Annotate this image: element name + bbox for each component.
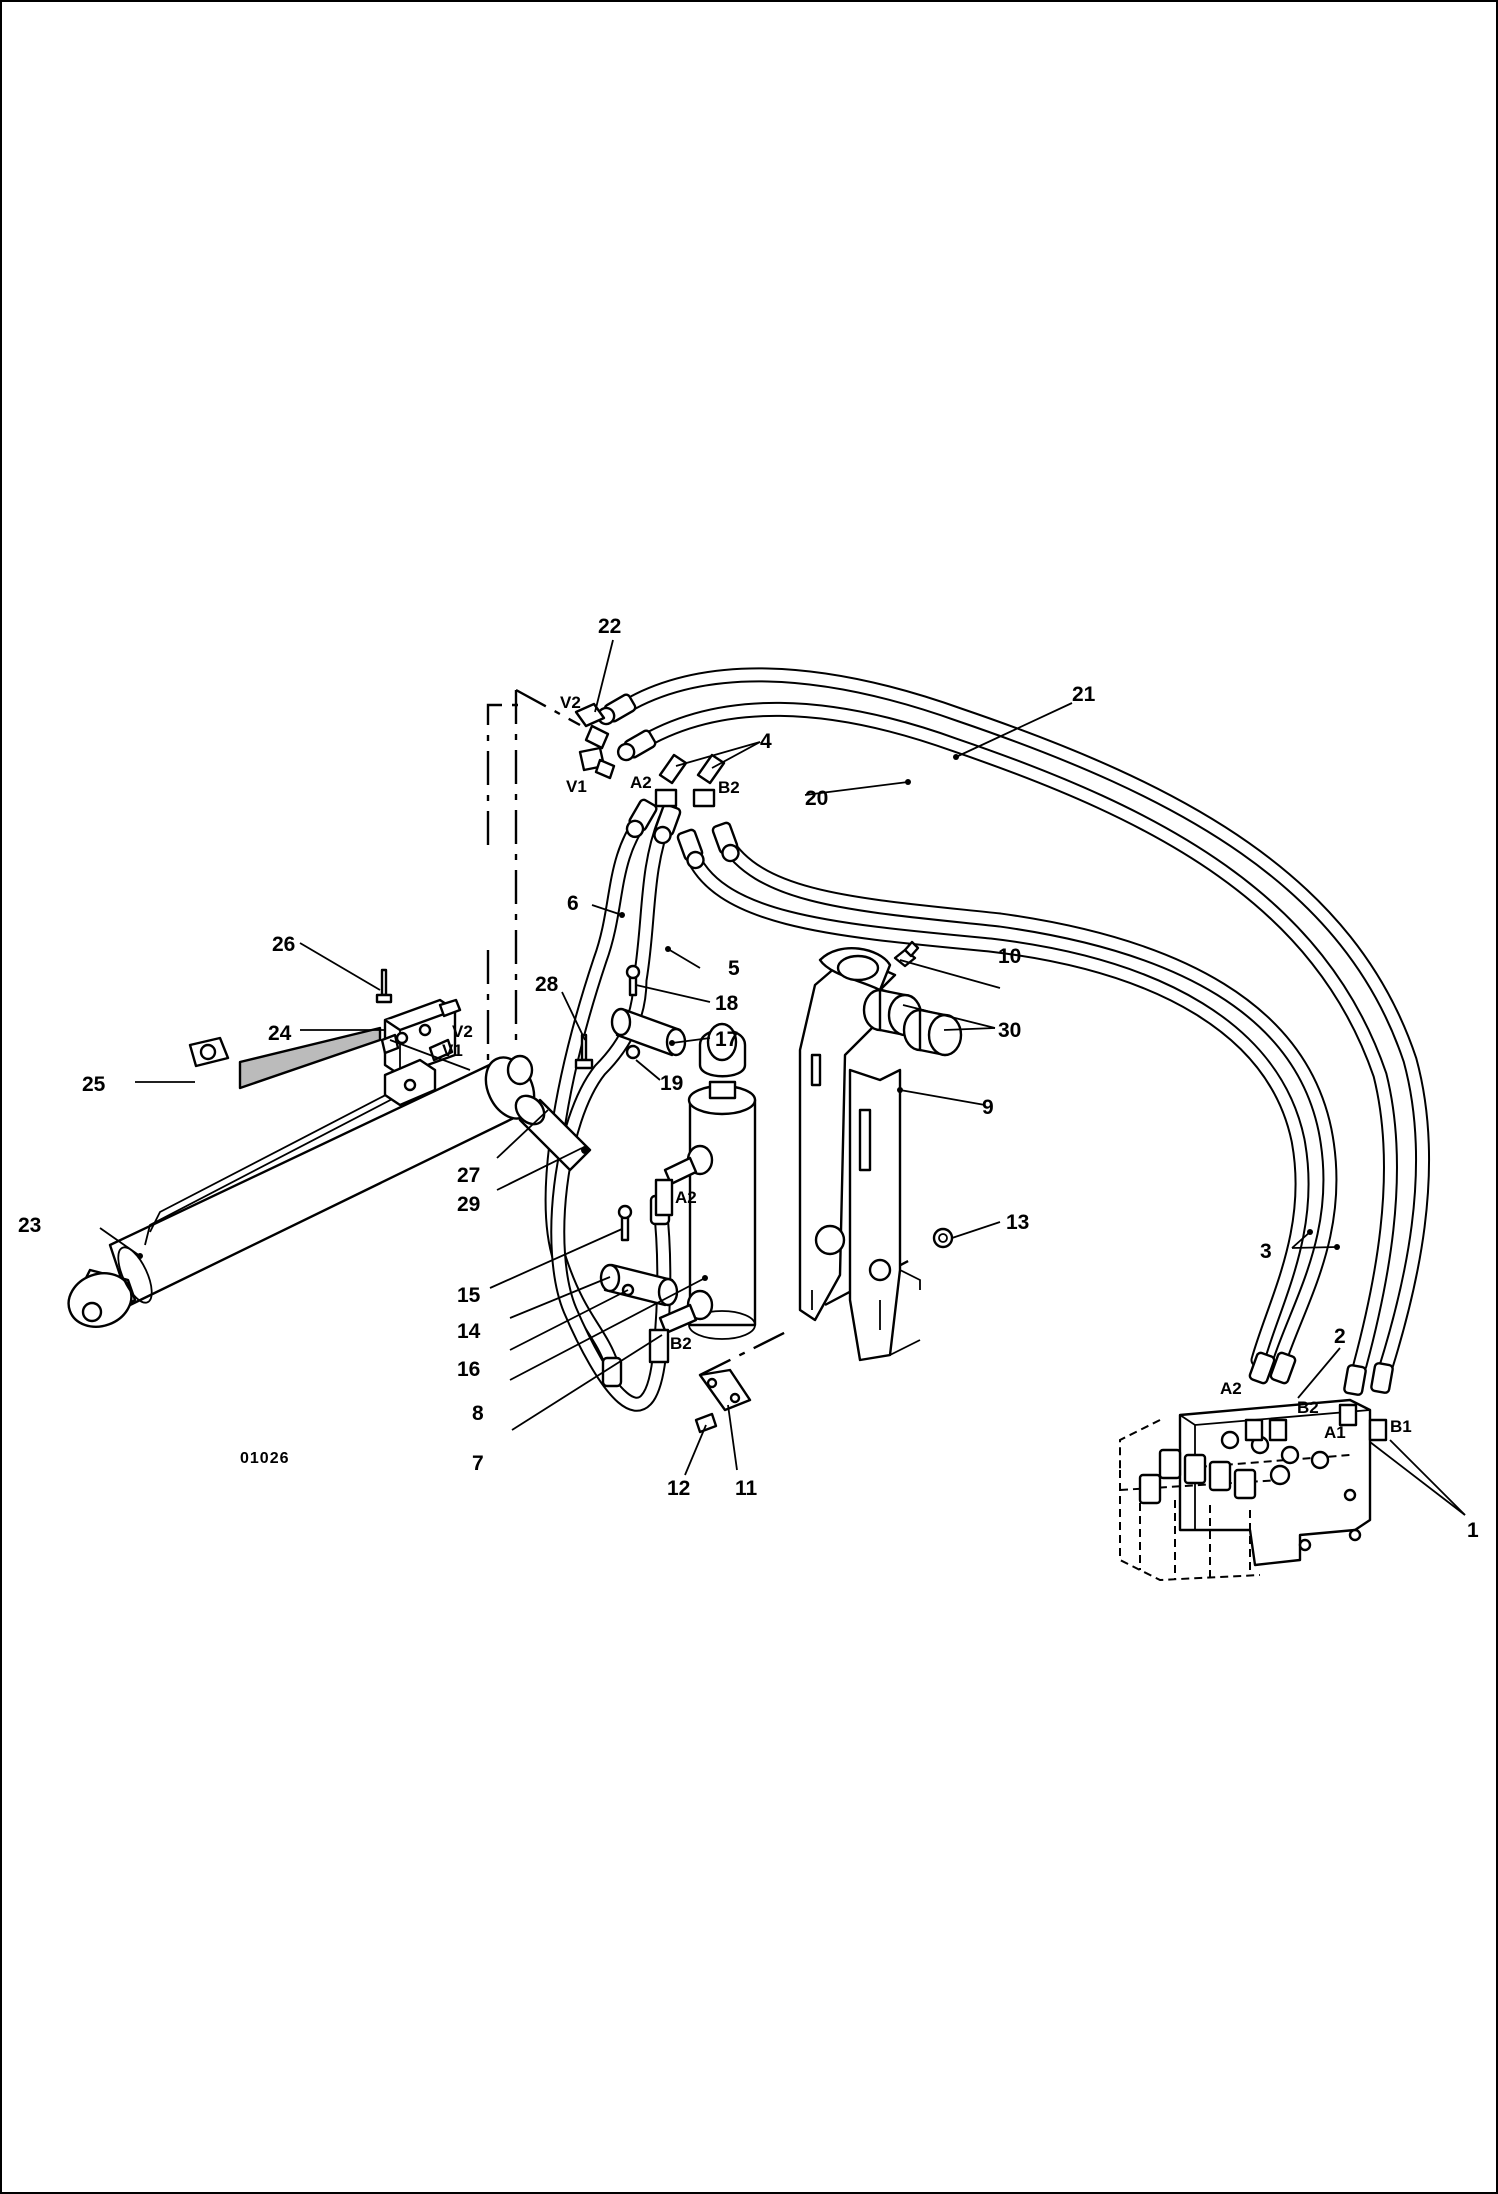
callout-4: 4 [760, 730, 772, 753]
callout-3: 3 [1260, 1240, 1272, 1263]
port-v2-top: V2 [560, 693, 581, 712]
callout-9: 9 [982, 1096, 994, 1119]
callout-26: 26 [272, 933, 295, 956]
bushings-30 [862, 988, 963, 1057]
screw-12 [694, 1412, 718, 1434]
leader-lines [99, 639, 1466, 1516]
port-b1-control: B1 [1390, 1417, 1412, 1436]
port-b2-top: B2 [718, 778, 740, 797]
callout-19: 19 [660, 1072, 683, 1095]
control-valve [1119, 1398, 1388, 1582]
callout-labels: 1 2 3 4 5 6 7 8 9 10 11 12 13 14 15 16 1… [18, 615, 1479, 1542]
callout-11: 11 [735, 1477, 758, 1500]
valve-block-24 [238, 998, 471, 1107]
port-v1-top: V1 [566, 777, 587, 796]
callout-10: 10 [998, 945, 1021, 968]
callout-24: 24 [268, 1022, 292, 1045]
plate-11 [698, 1368, 752, 1412]
port-b2-control: B2 [1297, 1398, 1319, 1417]
leader-dots [137, 754, 1340, 1281]
hose-3b [682, 842, 1310, 1368]
port-a2-control: A2 [1220, 1379, 1242, 1398]
callout-12: 12 [667, 1477, 690, 1500]
drawing-reference: 01026 [240, 1450, 290, 1467]
callout-20: 20 [805, 787, 828, 810]
pin-14 [599, 1263, 679, 1307]
bolt-15 [617, 1204, 633, 1242]
callout-15: 15 [457, 1284, 481, 1307]
callout-30: 30 [998, 1019, 1021, 1042]
hose-20 [630, 701, 1398, 1373]
port-v1-valve: V1 [442, 1041, 463, 1060]
elbow-fittings-22 [574, 702, 616, 780]
port-a2-cylinder: A2 [675, 1188, 697, 1207]
callout-5: 5 [728, 957, 740, 980]
callout-22: 22 [598, 615, 621, 638]
hose-3a [717, 832, 1338, 1368]
bolt-28 [574, 1033, 594, 1070]
callout-23: 23 [18, 1214, 41, 1237]
nut-29 [581, 1146, 589, 1154]
bolt-18 [625, 964, 641, 997]
nut-13 [932, 1227, 954, 1249]
cylinder-8-fittings [648, 1156, 698, 1364]
port-a1-control: A1 [1324, 1423, 1346, 1442]
cylinder-8 [686, 1022, 757, 1340]
callout-27: 27 [457, 1164, 480, 1187]
callout-18: 18 [715, 992, 739, 1015]
port-a2-top: A2 [630, 773, 652, 792]
bracket-9 [798, 947, 921, 1362]
callout-29: 29 [457, 1193, 480, 1216]
decal-25 [188, 1036, 230, 1068]
hose-21 [612, 667, 1431, 1378]
screw-26 [375, 968, 393, 1004]
callout-14: 14 [457, 1320, 481, 1343]
nut-19 [625, 1044, 641, 1060]
port-b2-cylinder: B2 [670, 1334, 692, 1353]
port-labels: V2 V1 A2 B2 V2 V1 A2 B2 A2 B2 A1 B1 [442, 693, 1412, 1442]
pin-17 [610, 1007, 687, 1057]
callout-21: 21 [1072, 683, 1096, 706]
callout-1: 1 [1467, 1519, 1479, 1542]
callout-6: 6 [567, 892, 579, 915]
callout-2: 2 [1334, 1325, 1346, 1348]
callout-25: 25 [82, 1073, 106, 1096]
callout-8: 8 [472, 1402, 484, 1425]
callout-17: 17 [715, 1028, 738, 1051]
fittings-4 [654, 753, 726, 808]
callout-7: 7 [472, 1452, 484, 1475]
callout-13: 13 [1006, 1211, 1029, 1234]
port-v2-valve: V2 [452, 1022, 473, 1041]
callout-28: 28 [535, 973, 559, 996]
callout-16: 16 [457, 1358, 480, 1381]
